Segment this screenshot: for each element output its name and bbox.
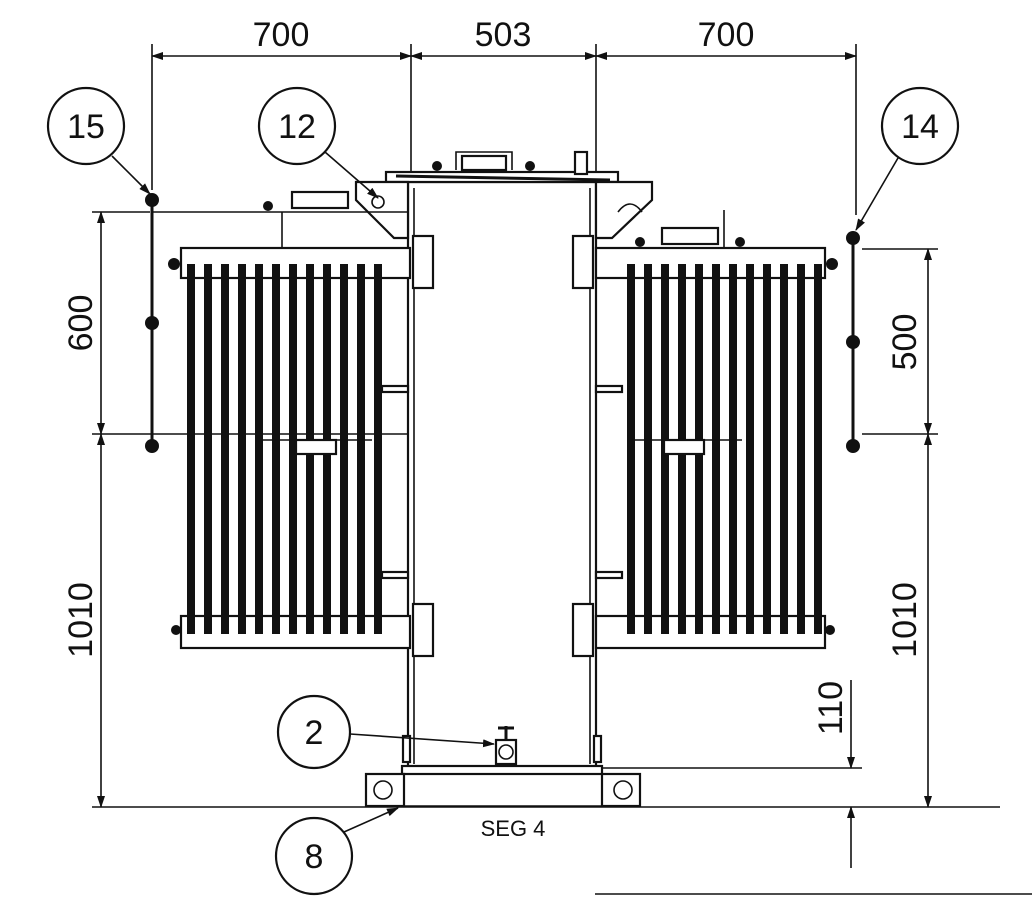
left-dimensions: 600 1010 xyxy=(62,211,1000,808)
svg-text:8: 8 xyxy=(305,838,324,876)
callout-8: 8 xyxy=(274,807,399,896)
callout-2: 2 xyxy=(276,694,495,770)
left-radiator xyxy=(145,190,412,650)
callout-15: 15 xyxy=(46,86,151,195)
model-caption: SEG 4 xyxy=(481,816,546,841)
dim-right-base: 110 xyxy=(812,681,850,735)
dim-left-upper: 600 xyxy=(62,295,100,352)
svg-text:14: 14 xyxy=(901,108,939,146)
svg-text:2: 2 xyxy=(305,714,324,752)
callout-12: 12 xyxy=(257,86,379,199)
dim-right-lower: 1010 xyxy=(886,582,924,658)
top-dimensions: 700 503 700 xyxy=(151,16,857,215)
main-tank xyxy=(354,150,654,808)
right-fins xyxy=(627,264,822,634)
right-dimensions: 500 1010 110 xyxy=(600,248,938,868)
dim-top-left: 700 xyxy=(253,16,310,54)
right-radiator xyxy=(594,210,860,650)
left-fins xyxy=(187,264,382,634)
dim-left-lower: 1010 xyxy=(62,582,100,658)
dim-top-right: 700 xyxy=(698,16,755,54)
callout-14: 14 xyxy=(855,86,960,231)
svg-text:15: 15 xyxy=(67,108,105,146)
dim-right-upper: 500 xyxy=(886,314,924,371)
svg-text:12: 12 xyxy=(278,108,316,146)
dim-top-center: 503 xyxy=(475,16,532,54)
